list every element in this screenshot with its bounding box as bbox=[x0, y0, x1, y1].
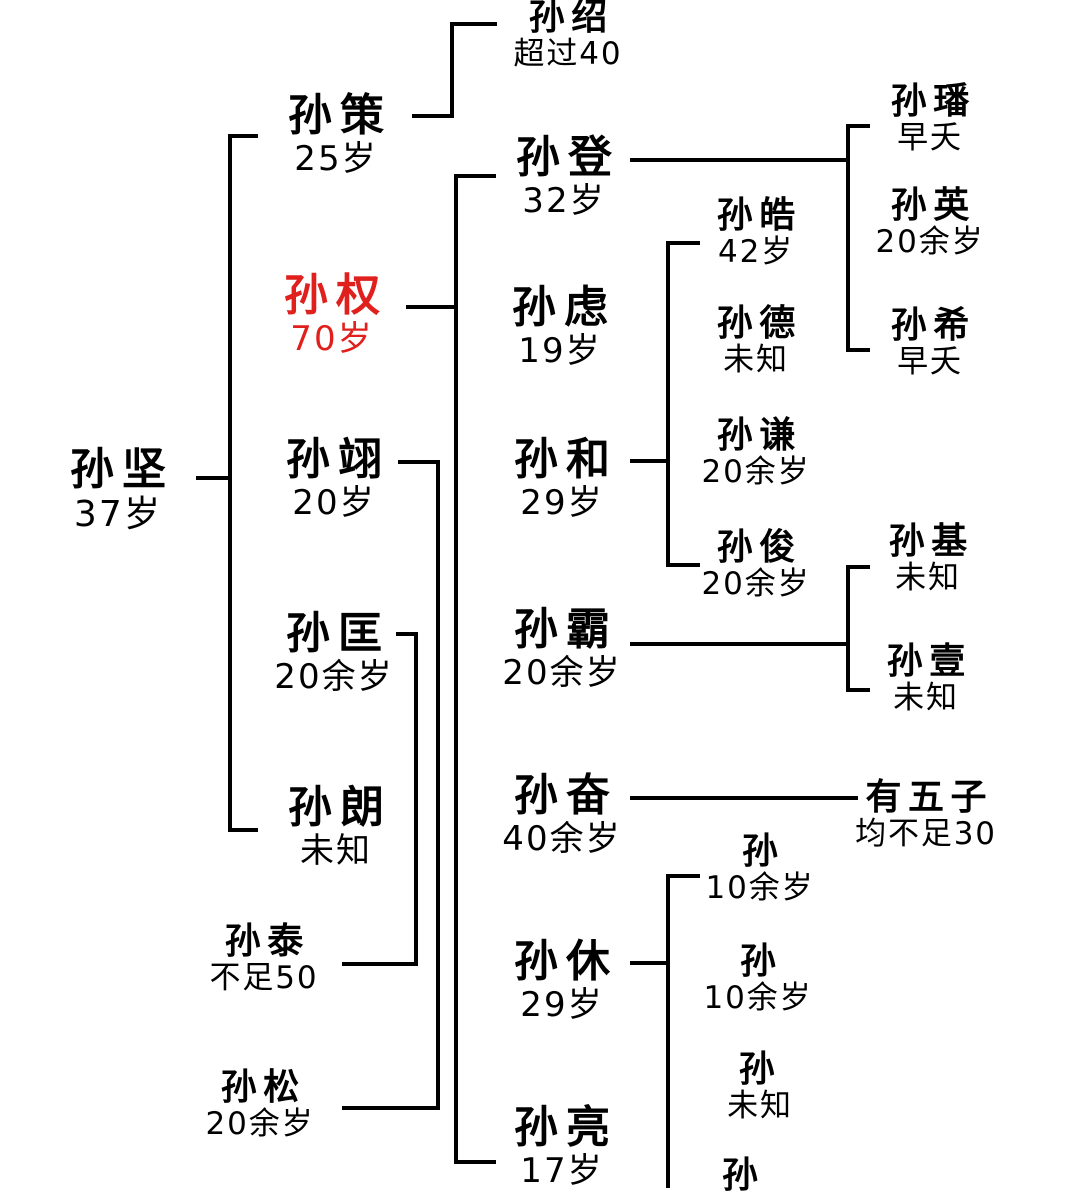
node-name: 孙绍 bbox=[514, 0, 629, 37]
node-name: 孙霸 bbox=[502, 606, 629, 654]
node-name: 孙朗 bbox=[288, 784, 392, 832]
node-age: 70岁 bbox=[284, 320, 380, 359]
node-age: 20余岁 bbox=[206, 1107, 315, 1143]
node-sunjian: 孙坚 37岁 bbox=[70, 446, 166, 535]
node-age: 32岁 bbox=[516, 182, 612, 221]
node-sunquan: 孙权 70岁 bbox=[284, 272, 380, 359]
node-sunxiu-son-2: 孙 10余岁 bbox=[704, 942, 813, 1017]
node-sunxi: 孙希 早夭 bbox=[891, 306, 970, 381]
node-name: 孙璠 bbox=[891, 82, 976, 121]
node-sunhe: 孙和 29岁 bbox=[514, 436, 610, 523]
node-name: 孙 bbox=[706, 832, 821, 871]
bracket-sunxiu-sons bbox=[668, 876, 698, 1188]
node-sunlv: 孙虑 19岁 bbox=[512, 284, 608, 371]
node-name: 孙德 bbox=[717, 304, 802, 343]
node-sunsong: 孙松 20余岁 bbox=[206, 1068, 315, 1143]
node-name: 孙英 bbox=[876, 186, 991, 225]
node-name: 孙谦 bbox=[702, 416, 817, 455]
node-age: 42岁 bbox=[717, 235, 796, 271]
node-age: 37岁 bbox=[70, 494, 166, 535]
node-sunji: 孙基 未知 bbox=[889, 522, 968, 597]
node-age: 10余岁 bbox=[704, 981, 813, 1017]
node-age: 20余岁 bbox=[876, 225, 985, 261]
node-name: 孙翊 bbox=[286, 436, 390, 484]
node-name: 孙登 bbox=[516, 134, 620, 182]
node-sunxiu-son-4: 孙 bbox=[722, 1156, 758, 1195]
node-name: 孙 bbox=[704, 942, 819, 981]
node-name: 孙希 bbox=[891, 306, 976, 345]
node-sunshao: 孙绍 超过40 bbox=[514, 0, 623, 73]
node-age: 19岁 bbox=[512, 332, 608, 371]
node-sunkuang: 孙匡 20余岁 bbox=[274, 610, 393, 697]
node-age: 未知 bbox=[288, 832, 384, 871]
node-suntai: 孙泰 不足50 bbox=[210, 922, 319, 997]
bracket-sunquan-sons bbox=[456, 176, 494, 1162]
node-age: 未知 bbox=[889, 561, 968, 597]
node-age: 25岁 bbox=[288, 140, 384, 179]
node-age: 均不足30 bbox=[855, 817, 997, 853]
node-age: 20余岁 bbox=[702, 567, 811, 603]
node-sunxiu: 孙休 29岁 bbox=[514, 938, 610, 1025]
node-name: 孙基 bbox=[889, 522, 974, 561]
node-age: 17岁 bbox=[514, 1152, 610, 1191]
node-age: 未知 bbox=[887, 681, 966, 717]
node-name: 孙休 bbox=[514, 938, 618, 986]
node-name: 孙亮 bbox=[514, 1104, 618, 1152]
node-age: 20岁 bbox=[286, 484, 382, 523]
node-name: 孙匡 bbox=[274, 610, 401, 658]
node-sundeng: 孙登 32岁 bbox=[516, 134, 612, 221]
node-age: 未知 bbox=[727, 1089, 793, 1125]
node-age: 超过40 bbox=[514, 37, 623, 73]
node-fenzi: 有五子 均不足30 bbox=[855, 778, 997, 853]
node-sunyi2: 孙壹 未知 bbox=[887, 642, 966, 717]
node-age: 早夭 bbox=[891, 121, 970, 157]
node-age: 早夭 bbox=[891, 345, 970, 381]
node-name: 孙坚 bbox=[70, 446, 174, 494]
node-name: 孙策 bbox=[288, 92, 392, 140]
node-sunyi: 孙翊 20岁 bbox=[286, 436, 382, 523]
node-sunjun: 孙俊 20余岁 bbox=[702, 528, 811, 603]
node-age: 20余岁 bbox=[502, 654, 621, 693]
node-name: 孙和 bbox=[514, 436, 618, 484]
bracket-sunjian-sons bbox=[230, 136, 256, 830]
node-sunfen: 孙奋 40余岁 bbox=[502, 772, 621, 859]
node-sunfan: 孙璠 早夭 bbox=[891, 82, 970, 157]
node-name: 孙皓 bbox=[717, 196, 802, 235]
node-sunxiu-son-1: 孙 10余岁 bbox=[706, 832, 815, 907]
node-age: 29岁 bbox=[514, 986, 610, 1025]
node-sunqian: 孙谦 20余岁 bbox=[702, 416, 811, 491]
bracket-sundeng-sons bbox=[848, 126, 868, 350]
node-suince: 孙策 25岁 bbox=[288, 92, 384, 179]
node-name: 孙奋 bbox=[502, 772, 629, 820]
node-age: 未知 bbox=[717, 343, 796, 379]
node-sunxiu-son-3: 孙𩅦 未知 bbox=[727, 1050, 793, 1125]
node-sunhao: 孙皓 42岁 bbox=[717, 196, 796, 271]
node-sunlang: 孙朗 未知 bbox=[288, 784, 384, 871]
node-name: 孙俊 bbox=[702, 528, 817, 567]
node-age: 29岁 bbox=[514, 484, 610, 523]
node-age: 20余岁 bbox=[702, 455, 811, 491]
node-sunba: 孙霸 20余岁 bbox=[502, 606, 621, 693]
node-name: 孙泰 bbox=[210, 922, 325, 961]
node-name: 孙虑 bbox=[512, 284, 616, 332]
node-name: 有五子 bbox=[855, 778, 1003, 817]
node-name: 孙壹 bbox=[887, 642, 972, 681]
node-name: 孙 bbox=[722, 1156, 764, 1195]
bracket-sunhe-sons bbox=[668, 243, 698, 565]
node-sunying: 孙英 20余岁 bbox=[876, 186, 985, 261]
connector-suince-sunshao bbox=[414, 24, 495, 116]
node-name: 孙松 bbox=[206, 1068, 321, 1107]
node-name: 孙𩅦 bbox=[727, 1050, 799, 1089]
node-age: 不足50 bbox=[210, 961, 319, 997]
bracket-sunba-sons bbox=[848, 567, 868, 690]
node-name: 孙权 bbox=[284, 272, 388, 320]
node-age: 10余岁 bbox=[706, 871, 815, 907]
node-age: 40余岁 bbox=[502, 820, 621, 859]
node-sunde: 孙德 未知 bbox=[717, 304, 796, 379]
node-sunliang: 孙亮 17岁 bbox=[514, 1104, 610, 1191]
node-age: 20余岁 bbox=[274, 658, 393, 697]
